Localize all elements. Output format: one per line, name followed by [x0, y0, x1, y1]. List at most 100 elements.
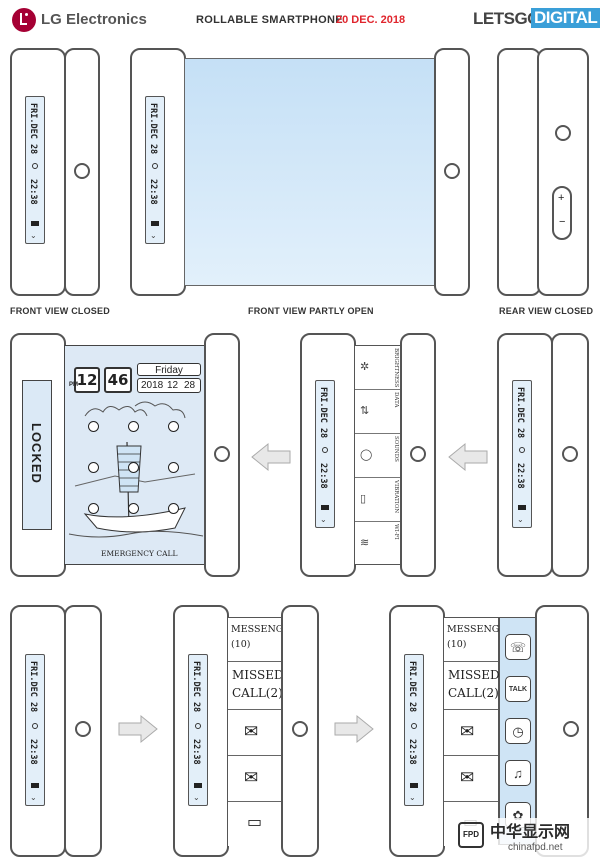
status-strip: FRI.DEC 28 22:38 ⌄: [512, 380, 532, 528]
locked-strip: LOCKED: [22, 380, 52, 530]
wifi-icon: ≋: [360, 537, 370, 549]
quick-wifi[interactable]: ≋ WI-FI: [355, 522, 401, 566]
phone-icon[interactable]: ☏: [505, 634, 531, 660]
pattern-dot[interactable]: [128, 503, 139, 514]
site-logo-letsgo: LETSGO: [473, 9, 540, 28]
lg-logo-eye: [25, 13, 28, 16]
pattern-dot[interactable]: [168, 421, 179, 432]
home-button[interactable]: [75, 721, 91, 737]
clock-minute: 46: [104, 367, 132, 393]
home-button[interactable]: [562, 446, 578, 462]
quick-label: SOUNDS: [393, 436, 399, 462]
strip-time: 22:38: [28, 739, 38, 765]
volume-up-icon[interactable]: +: [558, 192, 565, 204]
envelope-icon: ✉: [244, 722, 259, 742]
pattern-dot[interactable]: [88, 421, 99, 432]
quick-label: DATA: [393, 392, 399, 408]
mail-edit-notification[interactable]: ✉: [228, 756, 282, 802]
strip-time: 22:38: [191, 739, 201, 765]
missed-count: CALL(2): [232, 686, 283, 700]
battery-icon: [321, 505, 329, 510]
pattern-dot[interactable]: [168, 462, 179, 473]
locked-label: LOCKED: [29, 423, 44, 484]
music-icon[interactable]: ♫: [505, 760, 531, 786]
strip-date: FRI.DEC 28: [407, 661, 417, 713]
clock-ampm: PM: [69, 382, 78, 388]
mail-edit-notification[interactable]: ✉: [444, 756, 498, 802]
date-box: 2018 12 28: [137, 378, 201, 393]
mail-notification[interactable]: ✉: [444, 710, 498, 756]
arrow-left-icon: [251, 442, 291, 472]
talk-icon[interactable]: TALK: [505, 676, 531, 702]
strip-date: FRI.DEC 28: [191, 661, 201, 713]
emergency-call-link[interactable]: EMERGENCY CALL: [101, 549, 178, 558]
file-notification[interactable]: ▭: [228, 802, 282, 846]
page-title: ROLLABLE SMARTPHONE: [196, 14, 343, 26]
label-front-partly-open: FRONT VIEW PARTLY OPEN: [248, 306, 374, 316]
watermark-text: 中华显示网: [490, 824, 571, 841]
home-button[interactable]: [74, 163, 90, 179]
quick-label: VIBRATION: [393, 480, 399, 514]
missed-call-notification[interactable]: MISSED CALL(2): [228, 662, 284, 710]
pattern-dot[interactable]: [128, 462, 139, 473]
chevron-down-icon: ⌄: [150, 231, 157, 240]
battery-icon: [31, 783, 39, 788]
missed-label: MISSED: [232, 668, 284, 682]
home-button[interactable]: [292, 721, 308, 737]
mail-notification[interactable]: ✉: [228, 710, 282, 756]
status-strip: FRI.DEC 28 22:38 ⌄: [404, 654, 424, 806]
device-left-panel: [173, 605, 229, 857]
strip-dot-icon: [32, 163, 38, 169]
chevron-down-icon: ⌄: [409, 793, 416, 802]
home-button[interactable]: [563, 721, 579, 737]
missed-label: MISSED: [448, 668, 500, 682]
home-button[interactable]: [444, 163, 460, 179]
arrow-right-icon: [118, 714, 158, 744]
messenger-count: (10): [447, 639, 467, 650]
battery-icon: [518, 505, 526, 510]
label-rear-closed: REAR VIEW CLOSED: [499, 306, 594, 316]
messenger-label: MESSENGER: [447, 624, 514, 635]
home-button[interactable]: [410, 446, 426, 462]
pattern-dot[interactable]: [88, 503, 99, 514]
battery-icon: [151, 221, 159, 226]
quick-data[interactable]: ⇅ DATA: [355, 390, 401, 434]
chevron-down-icon: ⌄: [320, 515, 327, 524]
device-right-panel: [535, 605, 589, 857]
pattern-dot[interactable]: [88, 462, 99, 473]
messenger-label: MESSENGER: [231, 624, 298, 635]
strip-date: FRI.DEC 28: [515, 387, 525, 439]
extended-screen: [184, 58, 436, 286]
messenger-notification[interactable]: MESSENGER (10): [444, 618, 513, 662]
strip-time: 22:38: [407, 739, 417, 765]
strip-time: 22:38: [318, 463, 328, 489]
status-strip: FRI.DEC 28 22:38 ⌄: [25, 96, 45, 244]
brightness-icon: ✲: [360, 361, 370, 373]
messenger-notification[interactable]: MESSENGER (10): [228, 618, 297, 662]
app-dock: ☏ TALK ◷ ♫ ✿: [499, 617, 537, 845]
volume-rocker[interactable]: + −: [552, 186, 572, 240]
pattern-dot[interactable]: [128, 421, 139, 432]
site-logo-digital: DIGITAL: [531, 8, 600, 28]
clock-hour: 12: [74, 367, 100, 393]
strip-dot-icon: [195, 723, 201, 729]
volume-down-icon[interactable]: −: [559, 216, 566, 228]
strip-dot-icon: [519, 447, 525, 453]
quick-sounds[interactable]: ◯ SOUNDS: [355, 434, 401, 478]
quick-vibration[interactable]: ▯ VIBRATION: [355, 478, 401, 522]
chevron-down-icon: ⌄: [30, 793, 37, 802]
quick-brightness[interactable]: ✲ BRIGHTNESS: [355, 346, 401, 390]
home-button[interactable]: [214, 446, 230, 462]
battery-icon: [410, 783, 418, 788]
missed-call-notification[interactable]: MISSED CALL(2): [444, 662, 500, 710]
clock-icon[interactable]: ◷: [505, 718, 531, 744]
chevron-down-icon: ⌄: [193, 793, 200, 802]
date-day: 28: [184, 380, 196, 391]
quick-label: WI-FI: [393, 524, 399, 540]
battery-icon: [194, 783, 202, 788]
brand-name: LG Electronics: [41, 11, 147, 28]
boat-illustration: [68, 401, 204, 538]
notification-panel: MESSENGER (10) MISSED CALL(2) ✉ ✉ ▭: [443, 617, 513, 846]
pattern-dot[interactable]: [168, 503, 179, 514]
vibration-icon: ▯: [360, 493, 367, 505]
